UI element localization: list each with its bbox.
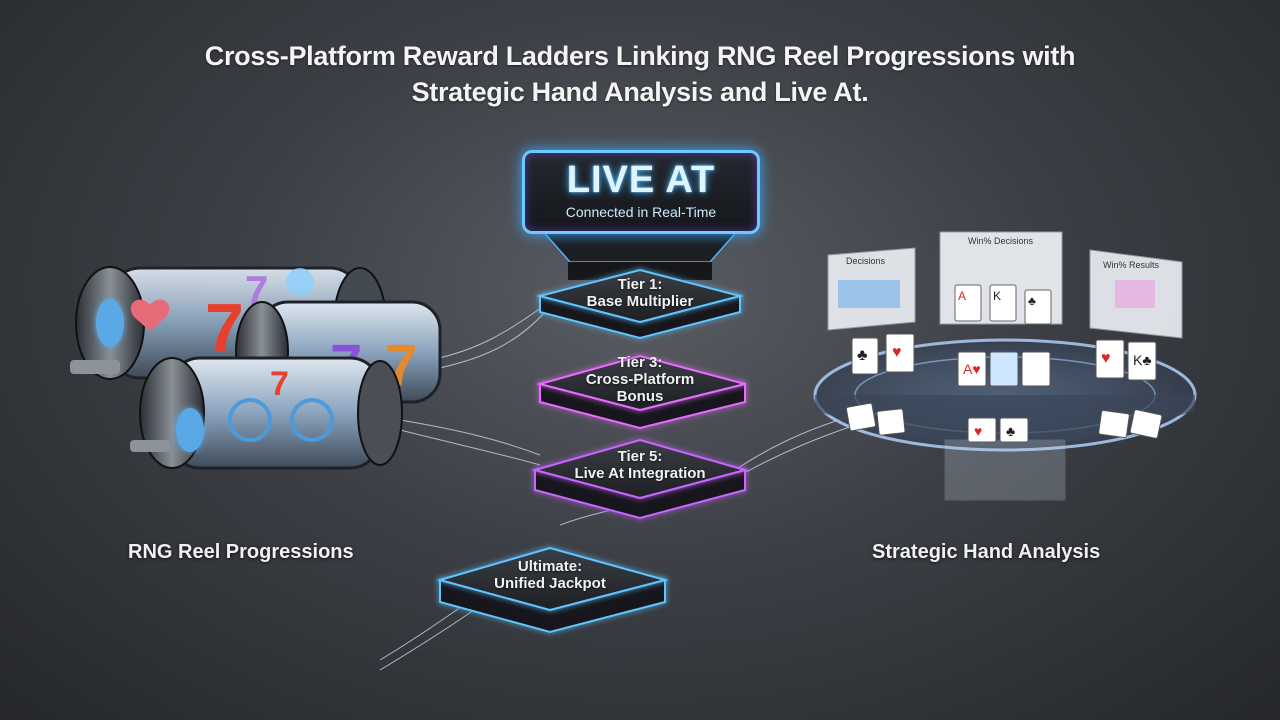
- tier-3-desc: Cross-Platform Bonus: [585, 371, 695, 405]
- live-at-box: LIVE AT Connected in Real-Time: [522, 150, 760, 234]
- svg-text:♣: ♣: [857, 347, 868, 364]
- heart-symbol: [130, 299, 170, 331]
- page-title: Cross-Platform Reward Ladders Linking RN…: [140, 38, 1140, 110]
- left-section-label: RNG Reel Progressions: [128, 541, 354, 563]
- tier-platform-ultimate: [436, 546, 669, 634]
- tier-ultimate-label: Ultimate: Unified Jackpot: [470, 558, 630, 592]
- svg-text:A: A: [958, 289, 966, 303]
- tier-3-name: Tier 3:: [617, 354, 663, 371]
- tier-5-desc: Live At Integration: [574, 465, 706, 482]
- playing-cards: ♣ ♥ A♥ ♥ K♣ ♥ ♣: [845, 333, 1163, 443]
- live-at-title: LIVE AT: [566, 159, 716, 201]
- panel-center: Win% Decisions A K ♣: [939, 231, 1063, 325]
- panel-results-label: Win% Results: [1103, 260, 1160, 270]
- svg-text:A♥: A♥: [963, 361, 981, 377]
- gear-icon: [290, 398, 334, 442]
- title-line-2: Strategic Hand Analysis and Live At.: [411, 77, 869, 107]
- tier-5-name: Tier 5:: [617, 448, 663, 465]
- svg-text:♥: ♥: [1101, 350, 1111, 367]
- tier-ultimate-desc: Unified Jackpot: [494, 575, 606, 592]
- tier-1-desc: Base Multiplier: [586, 293, 694, 310]
- tier-platform-5: [531, 438, 749, 520]
- svg-text:♣: ♣: [1006, 423, 1015, 439]
- panel-center-label: Win% Decisions: [968, 236, 1034, 246]
- svg-text:K: K: [993, 289, 1001, 303]
- tier-1-label: Tier 1: Base Multiplier: [560, 276, 720, 310]
- tier-3-label: Tier 3: Cross-Platform Bonus: [562, 354, 718, 405]
- panel-results: Win% Results: [1089, 249, 1183, 339]
- svg-text:7: 7: [270, 365, 289, 403]
- svg-text:K♣: K♣: [1133, 352, 1152, 368]
- title-line-1: Cross-Platform Reward Ladders Linking RN…: [204, 41, 1076, 71]
- gear-icon: [228, 398, 272, 442]
- right-section-label: Strategic Hand Analysis: [872, 541, 1101, 563]
- svg-text:♥: ♥: [974, 423, 982, 439]
- live-at-subtitle: Connected in Real-Time: [565, 204, 717, 220]
- tier-platform-1: [536, 268, 744, 340]
- tier-ultimate-name: Ultimate:: [517, 558, 583, 575]
- tier-platform-3: [536, 354, 746, 430]
- svg-text:♣: ♣: [1028, 294, 1036, 308]
- card-table-illustration: Decisions Win% Decisions A K ♣ Win% Resu…: [813, 231, 1197, 501]
- slot-reels-illustration: 7 7 7 7 7: [70, 266, 442, 470]
- panel-decisions-label: Decisions: [846, 256, 886, 266]
- tier-1-name: Tier 1:: [617, 276, 663, 293]
- svg-text:♥: ♥: [892, 344, 902, 361]
- panel-decisions: Decisions: [827, 247, 916, 331]
- tier-5-label: Tier 5: Live At Integration: [556, 448, 724, 482]
